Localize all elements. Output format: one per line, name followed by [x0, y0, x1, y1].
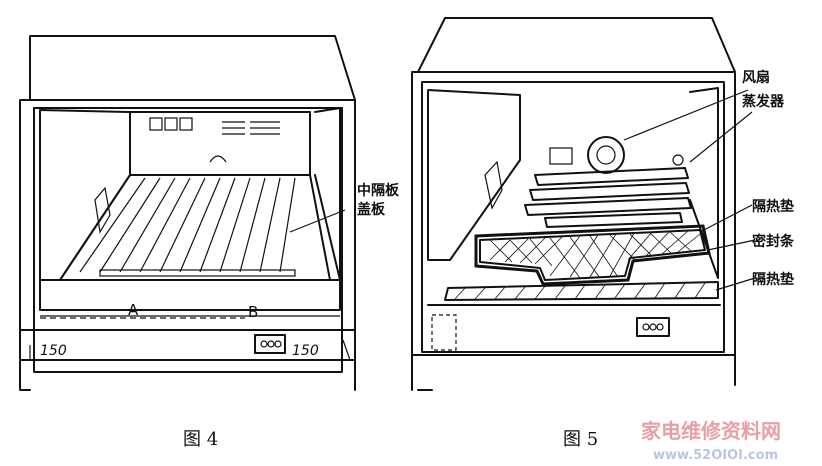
fig4-vent-1: [149, 117, 163, 131]
fig5-fan-motor: [549, 147, 573, 165]
watermark-site-url: www.52OIOI.com: [653, 448, 778, 463]
fig5-left-wall: [427, 89, 521, 261]
fig5-leader-evaporator: [689, 111, 753, 163]
fig5-fan-hub: [596, 145, 616, 165]
fig4-leader-cover: [289, 209, 346, 233]
fig5-sealing-strip: [474, 224, 711, 286]
fig5-cabinet-top: [417, 17, 736, 386]
fig4-louvres: [222, 121, 280, 135]
fig4-label-b: B: [248, 303, 258, 321]
fig5-evaporator: [524, 167, 692, 228]
fig5-insulation-pad-lower: [444, 281, 719, 301]
fig4-back-wall: [129, 111, 311, 176]
fig4-front-lip: [99, 269, 296, 277]
fig5-insulation-pad-upper: [479, 229, 706, 281]
fig4-label-middle-partition: 中隔板: [357, 182, 400, 199]
fig4-vent-3: [179, 117, 193, 131]
fig5-hinge-dashed: [431, 314, 457, 351]
watermark: 家电维修资料网 www.52OIOI.com: [641, 419, 781, 463]
fig5-fan-housing: [587, 136, 625, 174]
fig4-dim-right: 150: [292, 343, 319, 359]
fig4-cover-plate: [59, 174, 331, 281]
fig5-leader-pad-upper: [699, 204, 753, 233]
fig5-leader-seal: [707, 239, 756, 251]
fig4-door-frame: [33, 107, 343, 373]
fig5-cabinet-front: [411, 71, 736, 391]
fig5-right-wall: [689, 87, 719, 279]
fig5-leader-fan: [623, 89, 749, 141]
fig4-connector: [254, 334, 286, 354]
fig4-floor: [39, 279, 341, 311]
fig4-dim-left: 150: [40, 343, 67, 359]
fig5-label-fan: 风扇: [742, 69, 770, 86]
fig4-right-wall: [314, 107, 341, 281]
figure-5: 风扇 蒸发器 隔热垫 密封条 隔热垫 图 5: [411, 17, 795, 450]
fig4-vent-2: [164, 117, 178, 131]
fig5-label-sealing-strip: 密封条: [751, 233, 795, 250]
fig5-crosshatch: [489, 230, 701, 279]
figure-4: 中隔板 盖板 A B 150 150 图 4: [19, 35, 400, 450]
fig4-label-cover-plate: 盖板: [357, 201, 386, 218]
fig4-caption: 图 4: [183, 429, 218, 450]
fig5-label-evaporator: 蒸发器: [742, 93, 785, 110]
fig5-side-bracket: [484, 160, 503, 210]
fig5-connector: [636, 317, 670, 337]
fig4-plate-ribs: [79, 177, 296, 273]
fig5-fan-pivot: [672, 154, 684, 166]
fig5-caption: 图 5: [563, 429, 598, 450]
fig5-leader-pad-lower: [715, 277, 756, 291]
fig5-door-frame: [421, 81, 725, 353]
fig4-dim-right-tick: [342, 339, 351, 361]
fig5-lower-hatch: [454, 282, 706, 300]
watermark-site-name: 家电维修资料网: [641, 419, 781, 443]
fig5-label-insulation-lower: 隔热垫: [752, 271, 794, 288]
fig4-drain-arch: [209, 155, 227, 163]
fig4-label-a: A: [128, 301, 139, 319]
fig4-cabinet-top: [29, 35, 356, 391]
fig4-cabinet-front: [19, 99, 356, 391]
fig5-label-insulation-upper: 隔热垫: [752, 198, 794, 215]
